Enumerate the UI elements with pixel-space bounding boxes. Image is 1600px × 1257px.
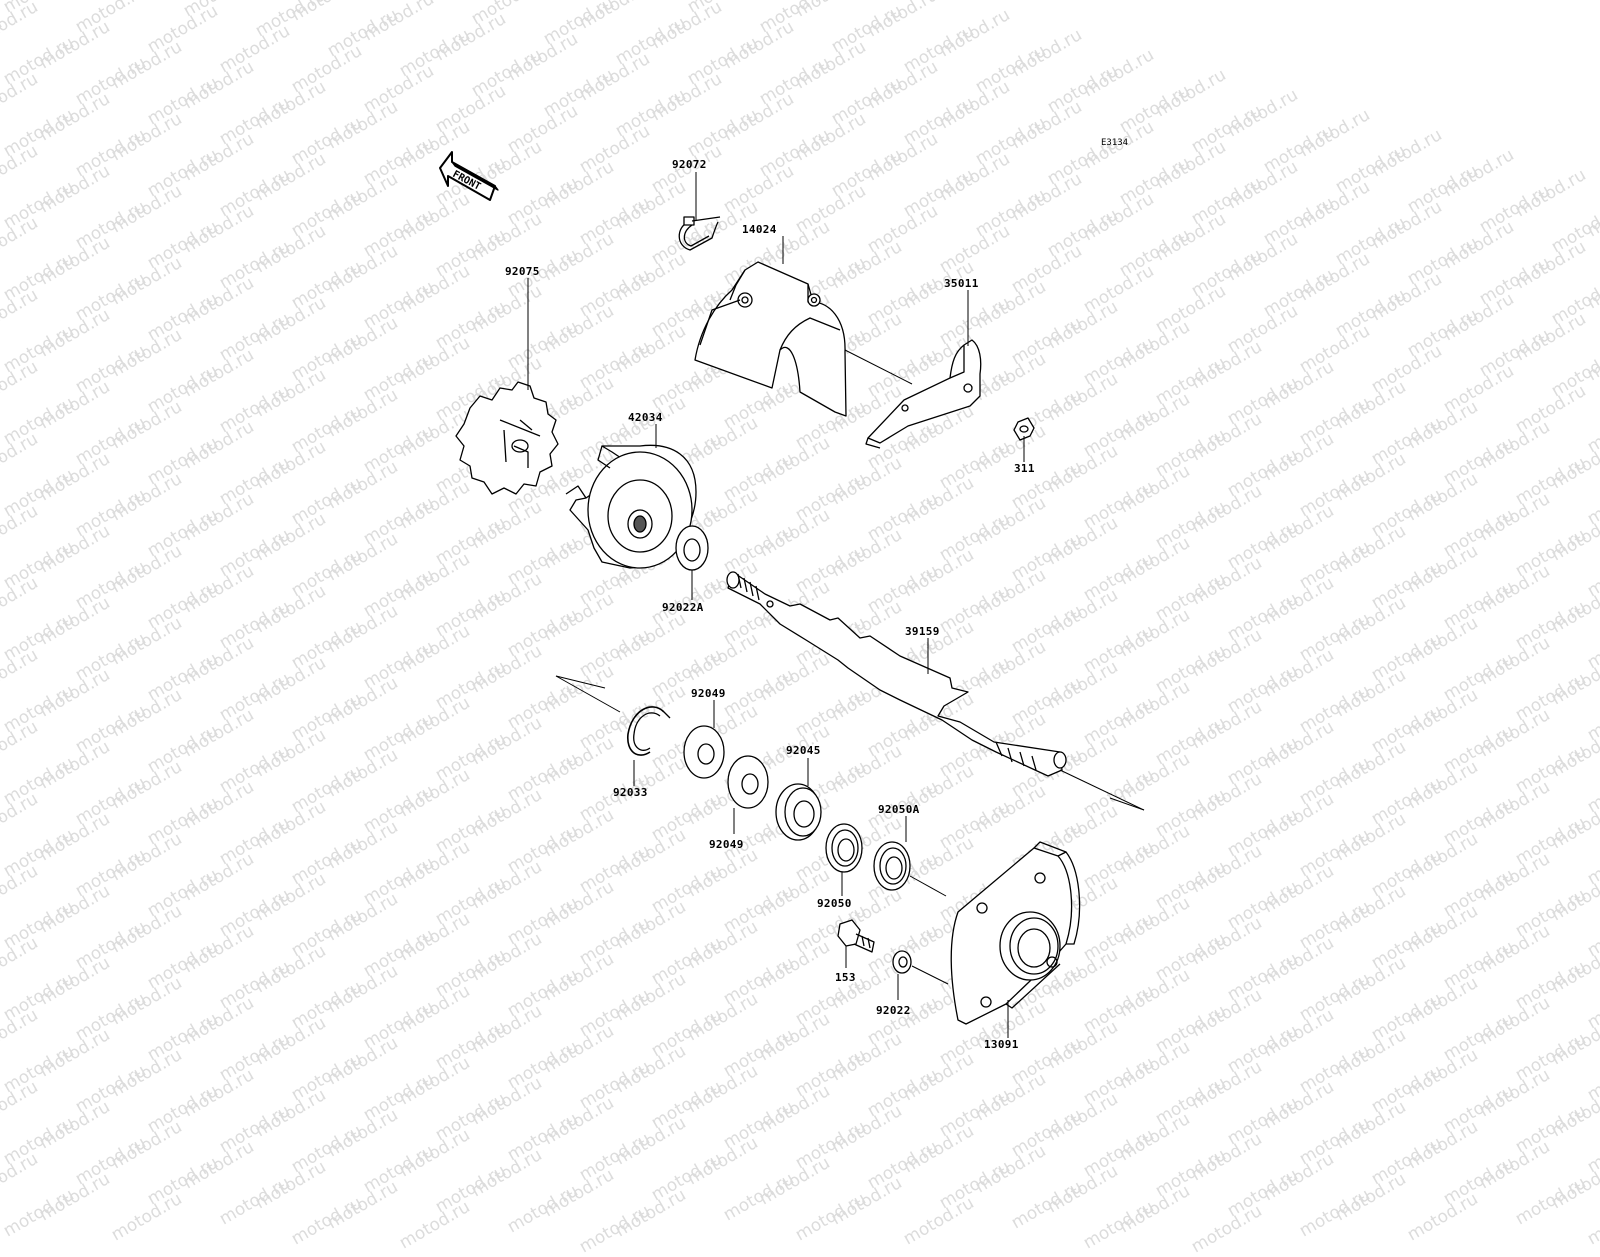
watermark-text: motod.ru [1584,1193,1600,1250]
parts-diagram: FRONT [439,151,1145,1038]
nut-311 [1013,417,1035,441]
seal-92050A [873,841,911,891]
cover-13091 [950,841,1081,1025]
leader-lines [527,172,1025,1038]
bearing-92045 [775,783,822,841]
part-label-13091: 13091 [984,1038,1019,1051]
bolt-153 [837,919,875,953]
assembly-lines [555,349,1145,985]
part-label-92033: 92033 [613,786,648,799]
washer-92022A [675,525,709,571]
washer-92049-lower [727,755,769,809]
washer-92049-upper [683,725,725,779]
watermark-text: motod.ru [576,1201,654,1257]
watermark-text: motod.ru [396,1197,474,1254]
part-label-92072: 92072 [672,158,707,171]
part-label-92050A: 92050A [878,803,920,816]
watermark-text: motod.ru [1080,1197,1158,1254]
part-label-39159: 39159 [905,625,940,638]
front-arrow-icon: FRONT [439,151,499,201]
part-label-35011: 35011 [944,277,979,290]
part-label-92050: 92050 [817,897,852,910]
watermark-text: motod.ru [288,1193,366,1250]
damper-92075 [455,381,559,495]
part-label-311: 311 [1014,462,1035,475]
circlip-92033 [627,706,671,756]
part-label-92049-upper: 92049 [691,687,726,700]
part-label-14024: 14024 [742,223,777,236]
seal-92050 [825,823,863,873]
guard-14024 [694,261,847,417]
watermark-text: motod.ru [900,1193,978,1250]
part-label-153: 153 [835,971,856,984]
part-label-92045: 92045 [786,744,821,757]
washer-92022 [892,950,912,974]
part-label-92022: 92022 [876,1004,911,1017]
diagram-code: E3134 [1101,138,1129,148]
part-label-92022A: 92022A [662,601,704,614]
part-label-92049-lower: 92049 [709,838,744,851]
part-label-92075: 92075 [505,265,540,278]
clamp-92072 [678,216,721,251]
bracket-35011 [865,339,982,449]
shaft-39159 [726,571,1067,777]
watermark-text: motod.ru [1188,1201,1266,1257]
part-label-42034: 42034 [628,411,663,424]
